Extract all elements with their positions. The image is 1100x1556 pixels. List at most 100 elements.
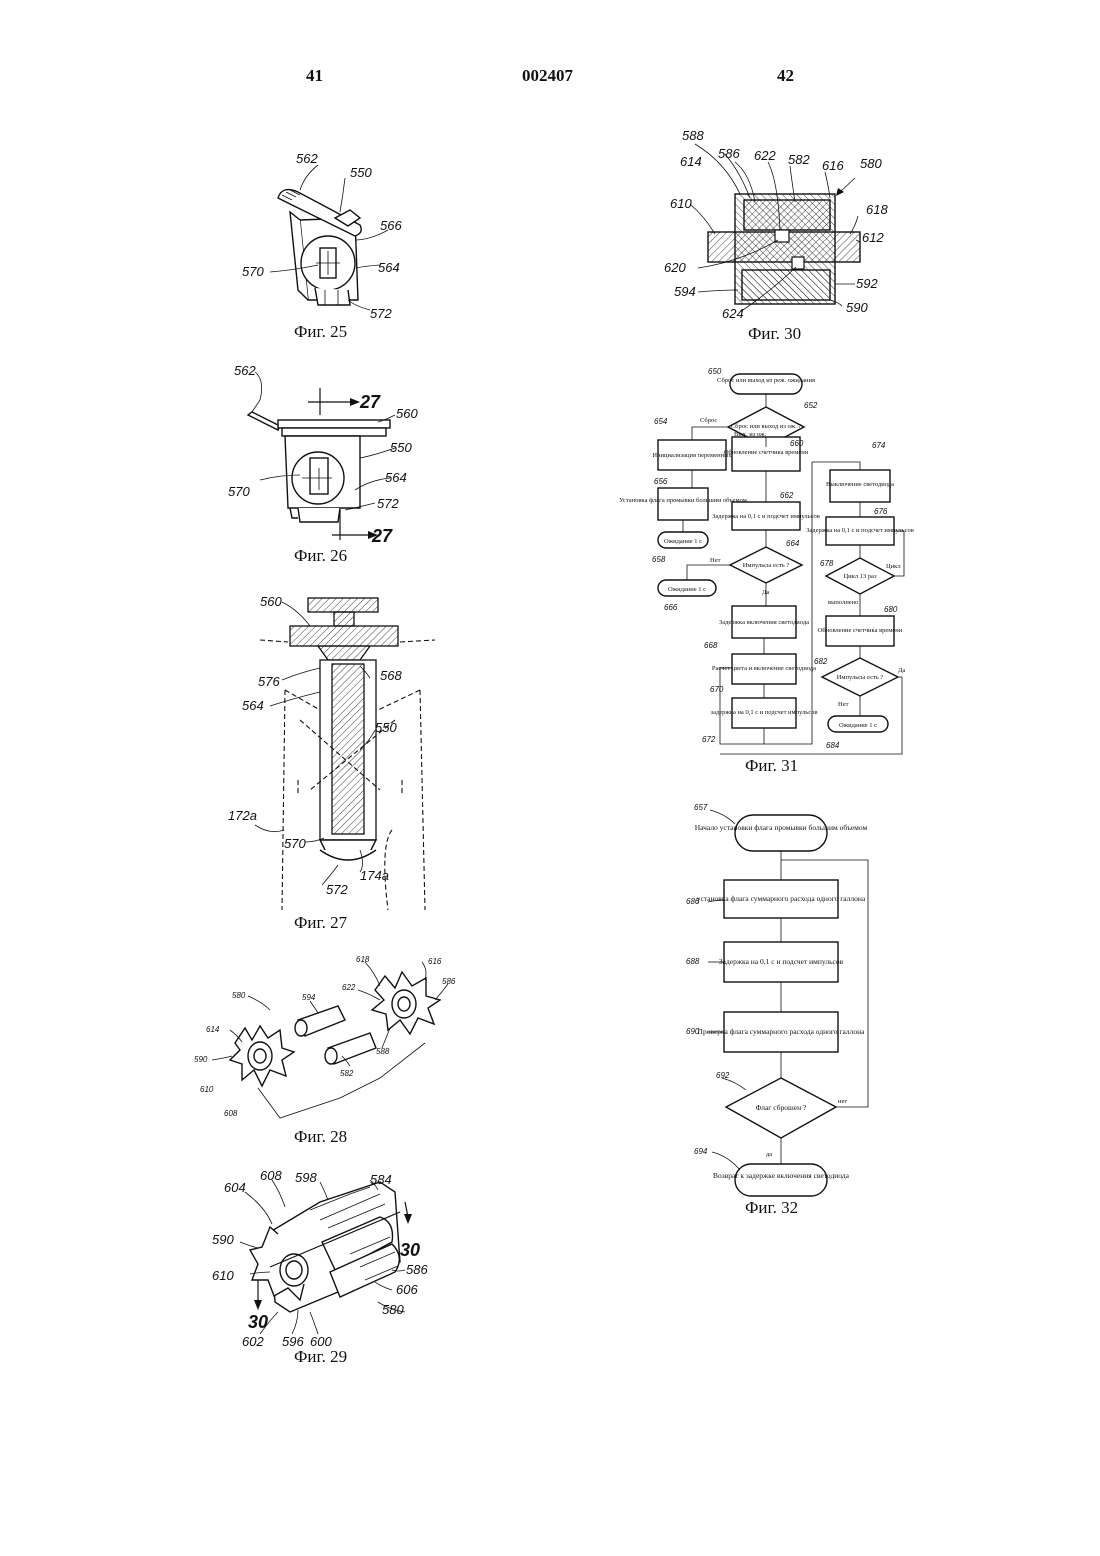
ref-658: 658	[652, 555, 666, 564]
ref-668: 668	[704, 641, 718, 650]
ref-662: 662	[780, 491, 794, 500]
caption-fig-32: Фиг. 32	[745, 1198, 798, 1218]
ref-684: 684	[826, 741, 840, 750]
box-start: Начало установки флага промывки большим …	[695, 823, 868, 832]
box-calc-color: Расчет цвета и включение светодиода	[712, 665, 816, 672]
ref-656: 656	[654, 477, 668, 486]
edge-no: нет	[838, 1098, 847, 1105]
label-582: 582	[340, 1069, 354, 1078]
label-594: 594	[302, 993, 316, 1002]
label-560: 560	[396, 406, 418, 421]
ref-692: 692	[716, 1071, 730, 1080]
caption-fig-30: Фиг. 30	[748, 324, 801, 344]
section-30-bottom: 30	[248, 1312, 268, 1332]
label-598: 598	[295, 1170, 317, 1185]
edge-no2: Нет	[838, 701, 849, 708]
box-wait1: Ожидание 1 с	[664, 538, 702, 545]
label-564: 564	[242, 698, 264, 713]
box-delay2: задержка на 0,1 с и подсчет импульсов	[711, 709, 818, 716]
document-number: 002407	[522, 66, 573, 86]
label-590: 590	[212, 1232, 234, 1247]
label-564: 564	[385, 470, 407, 485]
ref-650: 650	[708, 367, 722, 376]
edge-yes: да	[766, 1151, 772, 1158]
label-606: 606	[396, 1282, 418, 1297]
label-550: 550	[350, 165, 372, 180]
caption-fig-27: Фиг. 27	[294, 913, 347, 933]
label-602: 602	[242, 1334, 264, 1349]
label-580: 580	[232, 991, 246, 1000]
ref-666: 666	[664, 603, 678, 612]
label-172a: 172a	[228, 808, 257, 823]
decision-pulses1: Импульсы есть ?	[743, 562, 790, 569]
figure-29: 604 608 598 584 590 30 610 586 606 30 58…	[210, 1162, 450, 1352]
ref-686: 686	[686, 897, 700, 906]
label-620: 620	[664, 260, 686, 275]
label-592: 592	[856, 276, 878, 291]
label-572: 572	[377, 496, 399, 511]
ref-678: 678	[820, 559, 834, 568]
label-566: 566	[380, 218, 402, 233]
edge-exit-wait: Вых. из ож.	[734, 431, 766, 438]
box-check-flag: Проверка флага суммарного расхода одного…	[698, 1027, 866, 1036]
label-616: 616	[822, 158, 844, 173]
box-delay1: Задержка на 0,1 с и подсчет импульсов	[712, 513, 820, 520]
section-27-top: 27	[359, 392, 381, 412]
right-gear	[372, 972, 440, 1034]
ref-657: 657	[694, 803, 708, 812]
ref-664: 664	[786, 539, 800, 548]
label-570: 570	[228, 484, 250, 499]
label-590: 590	[194, 1055, 208, 1064]
figure-31-flowchart: Сброс или выход из реж. ожидания Сброс и…	[640, 362, 910, 757]
caption-fig-31: Фиг. 31	[745, 756, 798, 776]
ref-654: 654	[654, 417, 668, 426]
label-618: 618	[866, 202, 888, 217]
box-wait2: Ожидание 1 с	[668, 586, 706, 593]
decision-reset: Сброс или выход из ож. ?	[731, 423, 802, 430]
label-614: 614	[680, 154, 702, 169]
label-608: 608	[224, 1109, 238, 1118]
label-576: 576	[258, 674, 280, 689]
edge-yes2: Да	[898, 667, 905, 674]
label-604: 604	[224, 1180, 246, 1195]
box-delay3: Задержка на 0,1 с и подсчет импульсов	[806, 527, 914, 534]
label-618: 618	[356, 955, 370, 964]
box-delay: Задержка на 0,1 с и подсчет импульсов	[719, 957, 844, 966]
box-led-delay: Задержка включения светодиода	[719, 619, 809, 626]
box-update-timer: Обновление счетчика времени	[724, 449, 809, 456]
ref-660: 660	[790, 439, 804, 448]
label-612: 612	[862, 230, 884, 245]
edge-no1: Нет	[710, 557, 721, 564]
ref-674: 674	[872, 441, 886, 450]
label-572: 572	[370, 306, 392, 321]
label-586: 586	[406, 1262, 428, 1277]
left-gear	[230, 1026, 294, 1086]
label-584: 584	[370, 1172, 392, 1187]
label-624: 624	[722, 306, 744, 321]
label-608: 608	[260, 1168, 282, 1183]
decision-pulses2: Импульсы есть ?	[837, 674, 884, 681]
ref-688: 688	[686, 957, 700, 966]
box-init: Инициализация переменных	[652, 452, 732, 459]
figure-27: 560 576 568 564 550 172a 570 174a 572	[220, 580, 430, 910]
caption-fig-26: Фиг. 26	[294, 546, 347, 566]
label-586: 586	[442, 977, 456, 986]
label-550: 550	[375, 720, 397, 735]
label-610: 610	[670, 196, 692, 211]
label-590: 590	[846, 300, 868, 315]
ref-652: 652	[804, 401, 818, 410]
label-582: 582	[788, 152, 810, 167]
decision-loop13: Цикл 13 раз	[843, 573, 876, 580]
label-622: 622	[342, 983, 356, 992]
caption-fig-28: Фиг. 28	[294, 1127, 347, 1147]
figure-32-flowchart: Начало установки флага промывки большим …	[680, 800, 900, 1200]
box-led-off: Выключение светодиода	[826, 481, 894, 488]
label-580: 580	[382, 1302, 404, 1317]
cylinder-582	[325, 1033, 376, 1064]
caption-fig-29: Фиг. 29	[294, 1347, 347, 1367]
edge-done: выполнено	[828, 599, 858, 606]
label-580: 580	[860, 156, 882, 171]
label-610: 610	[212, 1268, 234, 1283]
label-570: 570	[242, 264, 264, 279]
ref-682: 682	[814, 657, 828, 666]
